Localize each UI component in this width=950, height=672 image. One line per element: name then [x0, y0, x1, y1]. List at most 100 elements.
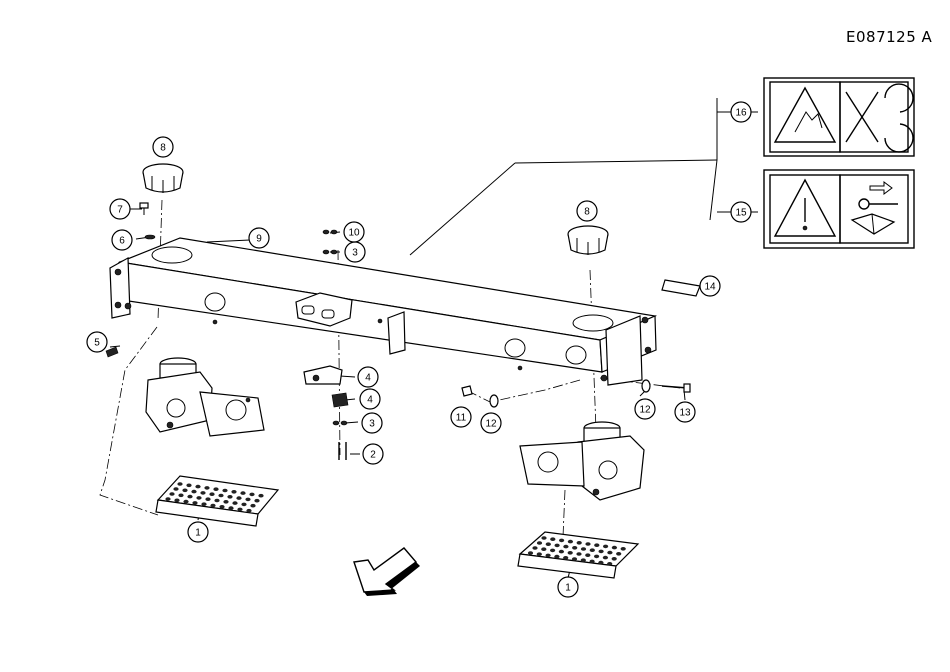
perforation-hole [219, 505, 224, 509]
callout-label: 3 [369, 419, 375, 430]
perforation-hole [191, 490, 196, 494]
perforation-hole [607, 562, 612, 566]
perforation-hole [616, 552, 621, 556]
perforation-hole [201, 502, 206, 506]
callout-label: 12 [485, 419, 497, 430]
callout-label: 10 [348, 228, 360, 239]
callout-c11: 11 [451, 407, 471, 427]
perforation-hole [183, 500, 188, 504]
callout-label: 7 [117, 205, 123, 216]
perforation-hole [173, 487, 178, 491]
callout-label: 2 [370, 450, 376, 461]
perforation-hole [581, 547, 586, 551]
callout-label: 13 [679, 408, 691, 419]
perforation-hole [581, 558, 586, 562]
perforation-hole [169, 492, 174, 496]
perforation-hole [568, 551, 573, 555]
perforation-hole [599, 550, 604, 554]
perforation-hole [210, 504, 215, 508]
perforation-hole [598, 561, 603, 565]
callout-label: 8 [584, 207, 590, 218]
callout-c15: 15 [731, 202, 751, 222]
callout-label: 16 [735, 108, 747, 119]
perforation-hole [563, 556, 568, 560]
perforation-hole [200, 491, 205, 495]
perforation-hole [240, 491, 245, 495]
gearbox-pump-right [520, 422, 644, 500]
perforation-hole [585, 553, 590, 557]
perforation-hole [237, 508, 242, 512]
callout-c7: 7 [110, 199, 130, 219]
perforation-hole [223, 500, 228, 504]
callout-c9: 9 [249, 228, 269, 248]
callout-c12b: 12 [635, 399, 655, 419]
perforation-hole [572, 546, 577, 550]
perforation-hole [594, 543, 599, 547]
callout-c3a: 3 [345, 242, 365, 262]
callout-label: 15 [735, 208, 747, 219]
perforation-hole [554, 555, 559, 559]
perforation-hole [195, 485, 200, 489]
perforation-hole [258, 494, 263, 498]
perforation-hole [186, 484, 191, 488]
callout-c13: 13 [675, 402, 695, 422]
safety-decal-15 [764, 170, 914, 248]
perforation-hole [568, 540, 573, 544]
callout-label: 8 [160, 143, 166, 154]
perforation-hole [528, 551, 533, 555]
callout-label: 1 [195, 528, 201, 539]
callout-c4a: 4 [358, 367, 378, 387]
callout-c14: 14 [700, 276, 720, 296]
callout-c1b: 1 [558, 577, 578, 597]
perforation-hole [594, 555, 599, 559]
step-plate-left [156, 476, 278, 526]
perforation-hole [178, 494, 183, 498]
callout-c16: 16 [731, 102, 751, 122]
perforation-hole [546, 554, 551, 558]
perforation-hole [590, 560, 595, 564]
perforation-hole [213, 487, 218, 491]
callout-label: 1 [565, 583, 571, 594]
callout-label: 6 [119, 236, 125, 247]
perforation-hole [241, 503, 246, 507]
step-plate-right [518, 532, 638, 578]
callout-c8b: 8 [577, 201, 597, 221]
callout-c10: 10 [344, 222, 364, 242]
callout-c8a: 8 [153, 137, 173, 157]
perforation-hole [577, 541, 582, 545]
perforation-hole [537, 541, 542, 545]
perforation-hole [541, 547, 546, 551]
perforation-hole [187, 495, 192, 499]
perforation-hole [204, 486, 209, 490]
perforation-hole [590, 548, 595, 552]
callout-c4b: 4 [360, 389, 380, 409]
callout-c3b: 3 [362, 413, 382, 433]
perforation-hole [174, 499, 179, 503]
perforation-hole [196, 496, 201, 500]
perforation-hole [532, 546, 537, 550]
perforation-hole [607, 551, 612, 555]
warning-general-icon [775, 180, 835, 236]
perforation-hole [250, 504, 255, 508]
perforation-hole [205, 497, 210, 501]
perforation-hole [249, 493, 254, 497]
perforation-hole [254, 499, 259, 503]
perforation-hole [227, 495, 232, 499]
perforation-hole [245, 498, 250, 502]
direction-arrow-icon [354, 548, 420, 596]
perforation-hole [555, 544, 560, 548]
callout-label: 4 [365, 373, 371, 384]
perforation-hole [563, 545, 568, 549]
callout-label: 9 [256, 234, 262, 245]
perforation-hole [612, 557, 617, 561]
perforation-hole [559, 550, 564, 554]
callout-c5: 5 [87, 332, 107, 352]
perforation-hole [537, 552, 542, 556]
safety-decal-16 [764, 78, 914, 156]
perforation-hole [559, 539, 564, 543]
perforation-hole [214, 499, 219, 503]
perforation-hole [236, 496, 241, 500]
callout-label: 3 [352, 248, 358, 259]
perforation-hole [572, 557, 577, 561]
